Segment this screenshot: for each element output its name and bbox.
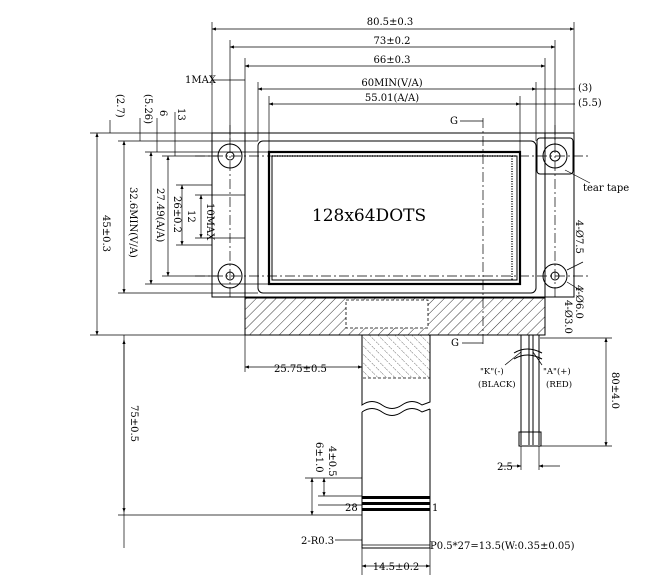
right-callouts bbox=[564, 169, 591, 293]
wire-a-color-label: (RED) bbox=[546, 379, 572, 390]
wire-k-label: "K"(-) bbox=[480, 366, 504, 377]
dim-4-label: 4±0.5 bbox=[326, 446, 337, 477]
bezel-height-label: 26±0.2 bbox=[171, 196, 182, 233]
dim-12-label: 12 bbox=[185, 210, 196, 223]
max-1-label: 1MAX bbox=[185, 75, 217, 86]
fpc-length-label: 75±0.5 bbox=[128, 405, 139, 442]
va-width-label: 60MIN(V/A) bbox=[361, 78, 422, 89]
fpc-contacts bbox=[362, 496, 430, 511]
dim-6-label: 6 bbox=[157, 110, 168, 116]
va-height-label: 32.6MIN(V/A) bbox=[127, 187, 138, 258]
wire-length-label: 80±4.0 bbox=[609, 372, 620, 409]
wire-k-color-label: (BLACK) bbox=[478, 379, 516, 390]
bottom-dimensions bbox=[118, 335, 612, 575]
fpc-width-label: 14.5±0.2 bbox=[373, 562, 420, 573]
radius-label: 2-R0.3 bbox=[301, 536, 334, 547]
pin-1-label: 1 bbox=[432, 503, 438, 514]
dim-6-bottom-label: 6±1.0 bbox=[313, 442, 324, 473]
fpc-offset-label: 25.75±0.5 bbox=[274, 364, 327, 375]
hole-6-label: 4-Ø6.0 bbox=[573, 285, 584, 319]
dim-13-label: 13 bbox=[175, 108, 186, 121]
pcb-width-label: 73±0.2 bbox=[373, 36, 410, 47]
overall-height-label: 45±0.3 bbox=[100, 215, 111, 252]
left-dimensions bbox=[90, 112, 269, 336]
bezel-width-label: 66±0.3 bbox=[373, 55, 410, 66]
aa-width-label: 55.01(A/A) bbox=[365, 93, 419, 104]
module-outline bbox=[211, 132, 575, 336]
led-wires bbox=[513, 335, 543, 447]
g-mark-top: G bbox=[450, 116, 458, 127]
centerlines bbox=[195, 118, 590, 345]
fpc-tail bbox=[361, 334, 431, 549]
hole-7-5-label: 4-Ø7.5 bbox=[573, 220, 584, 254]
overall-width-label: 80.5±0.3 bbox=[367, 17, 414, 28]
margin-3-label: (3) bbox=[578, 83, 592, 94]
wire-a-label: "A"(+) bbox=[543, 366, 571, 377]
g-mark-bottom: G bbox=[451, 338, 459, 349]
pitch-label: P0.5*27=13.5(W:0.35±0.05) bbox=[430, 541, 575, 552]
display-label: 128x64DOTS bbox=[312, 206, 426, 226]
hole-3-label: 4-Ø3.0 bbox=[562, 300, 573, 334]
ref-5-26-label: (5.26) bbox=[142, 94, 153, 124]
top-dimensions bbox=[211, 22, 575, 152]
tear-tape-label: tear tape bbox=[583, 183, 629, 194]
margin-5-5-label: (5.5) bbox=[578, 98, 602, 109]
pin-28-label: 28 bbox=[345, 503, 358, 514]
wire-spacing-label: 2.5 bbox=[497, 462, 513, 473]
ref-2-7-label: (2.7) bbox=[114, 94, 125, 118]
aa-height-label: 27.49(A/A) bbox=[154, 188, 165, 242]
max-10-label: 10MAX bbox=[204, 203, 215, 241]
